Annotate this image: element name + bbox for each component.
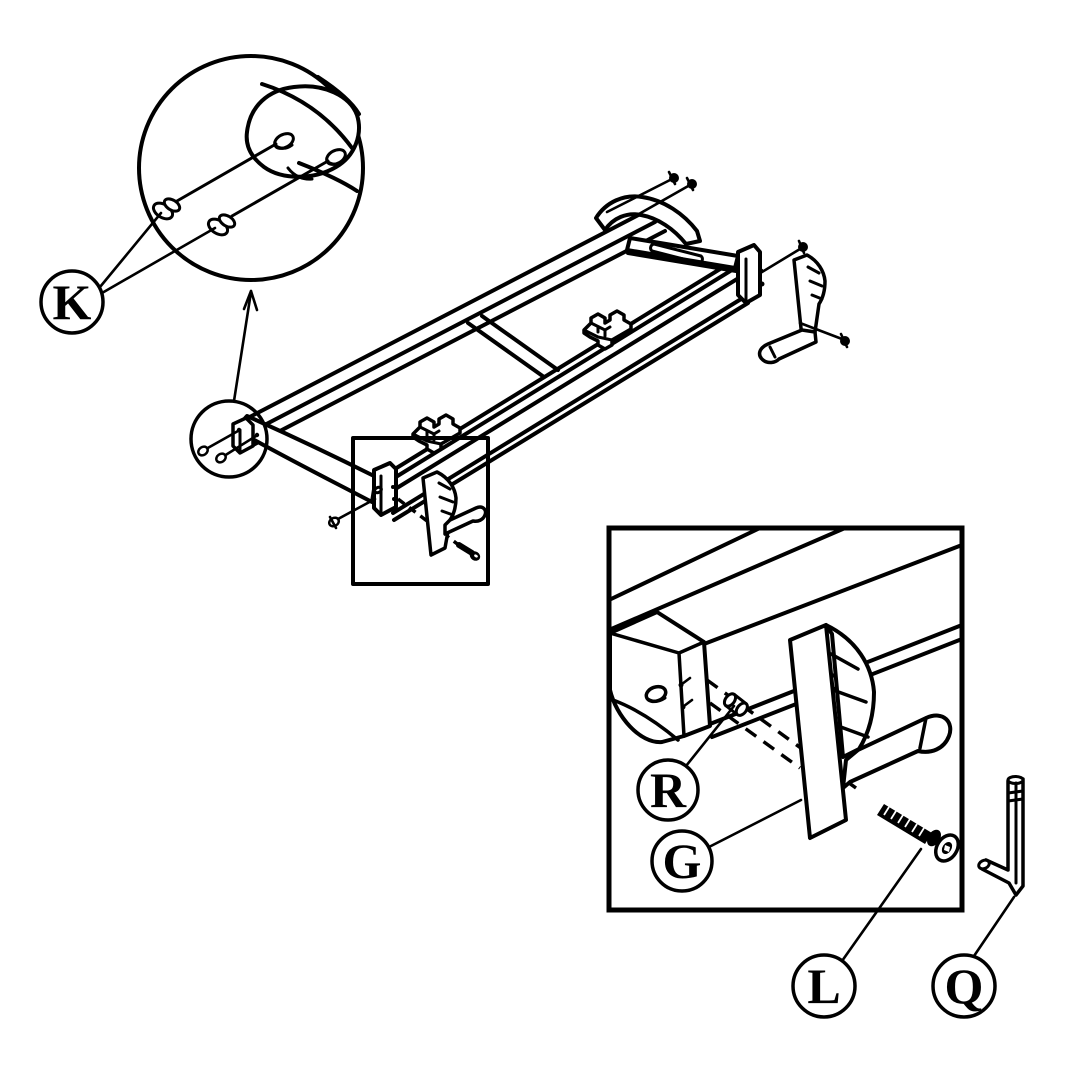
screw-left-of-square <box>327 497 377 530</box>
callout-Q-letter: Q <box>945 958 984 1014</box>
callout-K-letter: K <box>53 274 92 330</box>
right-foot-bracket <box>757 253 827 365</box>
screw-right-bracket-lower <box>798 321 850 349</box>
callout-Q: Q <box>931 895 1016 1019</box>
magnified-left-end-cap <box>608 610 712 745</box>
callout-K: K <box>39 211 217 335</box>
callout-L: L <box>791 847 923 1019</box>
screw-top-right-2 <box>623 176 697 224</box>
screw-top-right-1 <box>605 170 679 214</box>
cap-pegs <box>678 676 694 710</box>
allen-key <box>977 775 1025 897</box>
left-end-screw-2 <box>215 432 260 464</box>
dashed-axis-2 <box>708 701 802 770</box>
left-bracket-screw <box>456 542 481 561</box>
magnified-screw-2 <box>206 159 330 237</box>
right-end-cap <box>736 243 765 305</box>
highlight-square <box>351 436 490 586</box>
zoom-source-circle <box>189 399 269 479</box>
callout-G: G <box>650 798 803 893</box>
u-clip-2 <box>582 309 633 351</box>
hex-bolt <box>877 804 961 863</box>
right-end-plate <box>625 236 740 273</box>
screw-right-bracket-upper <box>760 239 808 274</box>
zoom-pointer-arrow <box>232 289 259 403</box>
crossbar <box>466 314 560 379</box>
magnified-foot-bracket <box>788 623 953 840</box>
u-clip-1 <box>411 413 462 455</box>
left-end-cap <box>372 461 398 517</box>
callout-R: R <box>636 704 736 822</box>
left-bracket-area <box>327 436 490 586</box>
left-foot-bracket <box>421 470 488 557</box>
back-rail <box>242 208 667 447</box>
frame-assembly <box>238 170 850 522</box>
callout-L-letter: L <box>807 958 840 1014</box>
callout-R-letter: R <box>650 762 687 818</box>
left-back-end-cap <box>231 416 255 455</box>
left-end-screw-1 <box>197 427 242 457</box>
magnified-end-detail <box>137 54 365 282</box>
left-end-detail <box>189 289 269 479</box>
right-corner-strap <box>594 194 702 246</box>
callout-G-letter: G <box>663 833 702 889</box>
